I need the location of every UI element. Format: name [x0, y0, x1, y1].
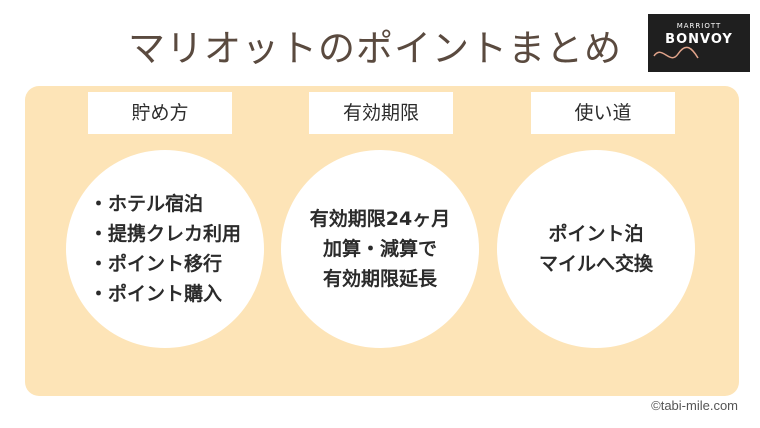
earn-item-4: ・ポイント購入 — [88, 283, 222, 305]
earn-item-3: ・ポイント移行 — [88, 253, 222, 275]
page-title: マリオットのポイントまとめ — [128, 27, 622, 70]
label-usage: 使い道 — [531, 92, 675, 134]
copyright-text: ©tabi-mile.com — [651, 398, 738, 413]
circle-usage: ポイント泊 マイルへ交換 — [497, 150, 695, 348]
expiration-line-2: 加算・減算で — [322, 238, 437, 260]
circle-earn: ・ホテル宿泊 ・提携クレカ利用 ・ポイント移行 ・ポイント購入 — [66, 150, 264, 348]
earn-item-2: ・提携クレカ利用 — [88, 223, 241, 245]
earn-item-1: ・ホテル宿泊 — [88, 193, 203, 215]
logo-text-bonvoy: BONVOY — [665, 32, 733, 47]
expiration-line-3: 有効期限延長 — [322, 268, 437, 290]
circle-expiration: 有効期限24ヶ月 加算・減算で 有効期限延長 — [281, 150, 479, 348]
label-expiration: 有効期限 — [309, 92, 453, 134]
expiration-line-1: 有効期限24ヶ月 — [309, 208, 451, 230]
usage-line-1: ポイント泊 — [548, 223, 644, 245]
logo-swirl-icon — [653, 46, 699, 59]
marriott-bonvoy-logo: MARRIOTT BONVOY — [648, 14, 750, 72]
usage-line-2: マイルへ交換 — [538, 253, 653, 275]
label-earn: 貯め方 — [88, 92, 232, 134]
logo-text-marriott: MARRIOTT — [676, 22, 722, 30]
